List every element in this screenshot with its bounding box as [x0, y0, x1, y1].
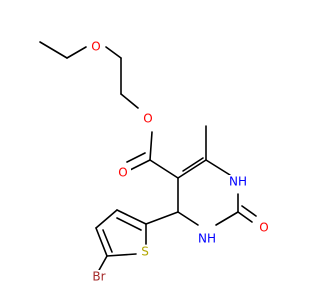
bond-carbonyl-c5: [149, 159, 179, 179]
bond-thio-c2-c3: [116, 209, 147, 225]
bond-thio-c5-s: [106, 253, 137, 257]
nh-lower-label: NH: [196, 232, 218, 246]
bond-ethyl-c1-c2: [39, 41, 68, 59]
nh-upper-label: NH: [227, 175, 249, 189]
oxygen-ester-label: O: [140, 112, 156, 126]
bond-c5-c6: [177, 159, 207, 179]
bond-c2-n3: [215, 211, 239, 226]
bromine-label: Br: [88, 270, 110, 284]
bond-n3-c4: [177, 211, 199, 226]
nh-lower-text: NH: [198, 232, 216, 246]
oxygen-ether-text: O: [91, 40, 100, 54]
bond-o-ester-carbonyl-c: [149, 131, 153, 161]
bond-thio-c3-c4: [95, 209, 118, 229]
oxygen-carbonyl-label: O: [115, 166, 131, 180]
bonds: [39, 41, 257, 273]
bond-urea-double-2: [241, 205, 257, 217]
bond-urea-double-1: [237, 211, 253, 223]
bond-ch2-o-ester: [120, 93, 139, 109]
bond-carbonyl-double-2: [126, 152, 146, 163]
bond-carbonyl-double-1: [129, 159, 151, 171]
bond-c4-thiophene: [145, 211, 179, 225]
atom-labels: O O O NH NH O S Br: [88, 40, 272, 284]
bond-thio-c2-c3-inner: [116, 217, 142, 231]
bond-thio-c5-br: [97, 255, 108, 273]
nh-upper-text: NH: [229, 175, 247, 189]
oxygen-urea-label: O: [256, 221, 272, 235]
sulfur-label: S: [137, 245, 153, 259]
bromine-text: Br: [92, 270, 105, 284]
oxygen-ester-text: O: [143, 112, 152, 126]
oxygen-carbonyl-text: O: [118, 166, 127, 180]
bond-c5-c6-inner: [182, 157, 204, 172]
bond-c6-n1: [205, 159, 231, 176]
molecule-structure: O O O NH NH O S Br: [39, 39, 272, 284]
oxygen-ether-label: O: [88, 40, 104, 54]
sulfur-text: S: [141, 245, 149, 259]
bond-thio-c4-c5-inner: [102, 229, 113, 253]
oxygen-urea-text: O: [259, 221, 268, 235]
bond-thio-c4-c5: [95, 227, 108, 257]
bond-ethyl-c2-o: [66, 46, 87, 59]
bond-o-ch2: [105, 46, 122, 59]
